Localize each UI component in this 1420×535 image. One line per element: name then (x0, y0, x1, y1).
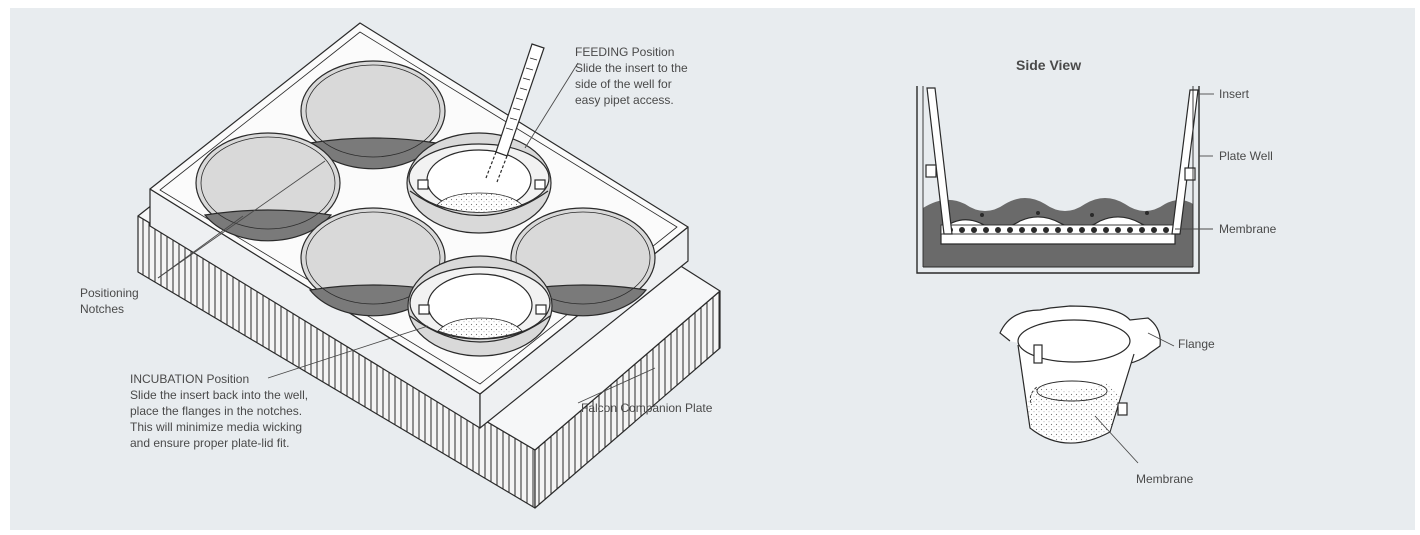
pipet-icon (485, 43, 545, 183)
insert-wall-right (1171, 89, 1199, 235)
insert-tab-right (1117, 402, 1128, 416)
side-view-insert-label: Insert (1219, 87, 1250, 101)
side-view-title: Side View (1016, 57, 1081, 73)
side-view-leaders (1175, 93, 1214, 230)
plate-well-section (916, 86, 1200, 274)
side-view-membrane-label: Membrane (1219, 222, 1277, 236)
insert-flange-right (1184, 167, 1196, 181)
plate-wells (195, 60, 656, 357)
incubation-title: INCUBATION Position (130, 372, 249, 386)
membrane-pores (947, 211, 1169, 233)
insert-membrane (1027, 382, 1120, 442)
well-incubation-insert (407, 255, 553, 357)
well (300, 207, 446, 317)
insert-detail-leaders (1094, 332, 1175, 464)
feeding-line: easy pipet access. (575, 93, 674, 107)
incubation-line: Slide the insert back into the well, (130, 388, 308, 402)
diagram-canvas: FEEDING Position Slide the insert to the… (10, 8, 1415, 530)
plate-top-inner-rim (159, 31, 678, 385)
figure-panel: FEEDING Position Slide the insert to the… (10, 8, 1415, 530)
incubation-line: This will minimize media wicking (130, 420, 302, 434)
insert-detail-drawing (999, 305, 1161, 444)
notches-label: Positioning (80, 286, 139, 300)
insert-flange-left (925, 164, 937, 178)
insert-membrane-label: Membrane (1136, 472, 1194, 486)
notches-label: Notches (80, 302, 124, 316)
insert-inner-rim (1017, 319, 1131, 363)
feeding-line: side of the well for (575, 77, 672, 91)
plate-label: Falcon Companion Plate (581, 401, 713, 415)
feeding-title: FEEDING Position (575, 45, 674, 59)
side-view-plate-well-label: Plate Well (1219, 149, 1273, 163)
incubation-line: place the flanges in the notches. (130, 404, 302, 418)
feeding-line: Slide the insert to the (575, 61, 688, 75)
insert-bottom-rim (1036, 380, 1108, 402)
well-feeding-insert (406, 132, 552, 234)
incubation-line: and ensure proper plate-lid fit. (130, 436, 289, 450)
side-view-diagram (916, 86, 1200, 274)
well (300, 60, 446, 170)
insert-tab-left (1033, 344, 1043, 364)
flange-label: Flange (1178, 337, 1215, 351)
well (195, 132, 341, 242)
plate-leader-lines (157, 62, 656, 404)
insert-wall-left (926, 87, 953, 235)
